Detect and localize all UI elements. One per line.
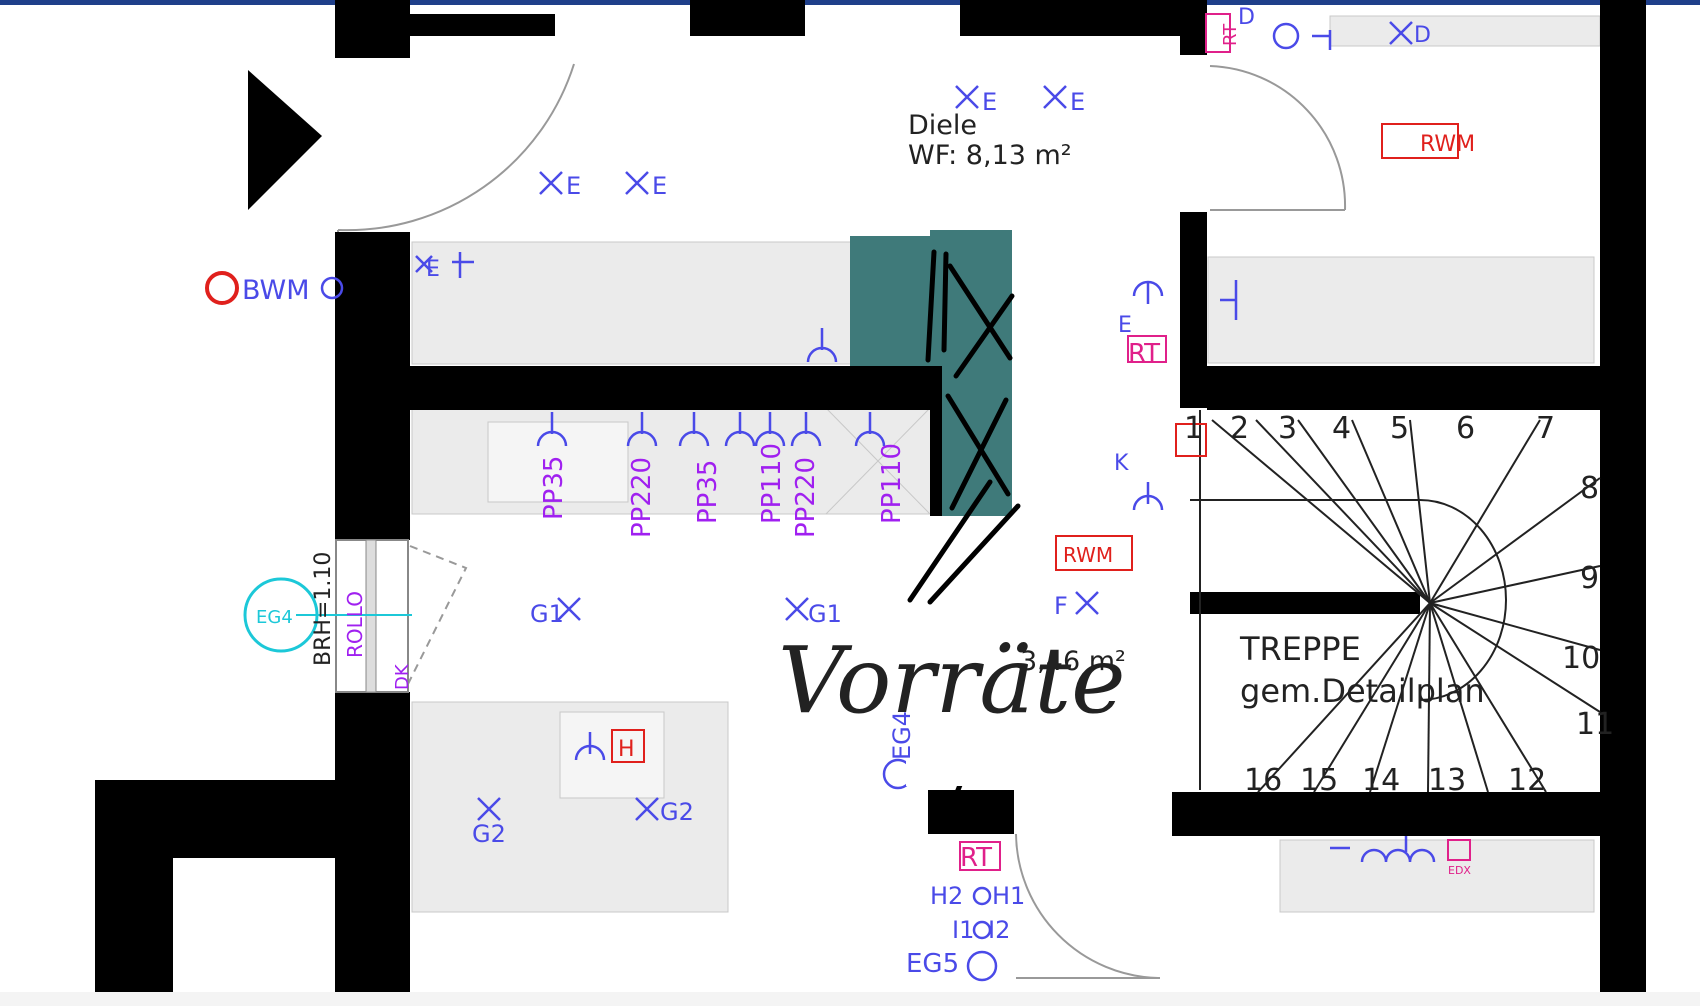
sink <box>487 421 629 503</box>
window <box>243 539 412 693</box>
counter-top-right <box>1207 256 1595 364</box>
step-number: 7 <box>1536 411 1555 446</box>
rwm-top: RWM <box>1420 132 1475 157</box>
handwritten-marks <box>907 249 1021 813</box>
entry-arrow <box>248 70 322 210</box>
stair-subtitle: gem.Detailplan <box>1240 672 1485 710</box>
step-number: 14 <box>1362 763 1400 798</box>
bottom-strip <box>0 992 1700 1006</box>
light-e3: E <box>566 172 581 200</box>
light-e2: E <box>1070 88 1085 116</box>
light-g1b: G1 <box>808 600 842 628</box>
light-e5: E <box>426 257 440 282</box>
walls <box>95 0 1646 992</box>
light-e1: E <box>982 88 997 116</box>
step-number: 2 <box>1230 411 1249 446</box>
light-e4: E <box>652 172 667 200</box>
light-h1: H1 <box>992 882 1025 910</box>
step-number: 5 <box>1390 411 1409 446</box>
window-brh: BRH=1.10 <box>311 552 336 666</box>
room-area-kitchen: 3,46 m² <box>1020 646 1126 677</box>
handwritten-note: Vorräte <box>778 627 1126 734</box>
eg4-circle: EG4 <box>256 607 293 628</box>
step-number: 10 <box>1562 641 1600 676</box>
light-k: K <box>1114 451 1129 476</box>
light-i1: I1 <box>952 916 974 944</box>
rt-mid: RT <box>1128 339 1160 369</box>
eg5-label: EG5 <box>906 949 959 979</box>
whiteout <box>906 746 1010 786</box>
step-number: 4 <box>1332 411 1351 446</box>
h-box: H <box>618 737 635 762</box>
outlet-pp35-a: PP35 <box>539 456 569 520</box>
step-number: 6 <box>1456 411 1475 446</box>
outlet-pp220-a: PP220 <box>627 457 657 538</box>
outlet-pp220-b: PP220 <box>791 457 821 538</box>
step-number: 9 <box>1580 561 1599 596</box>
rt-top: RT <box>1220 23 1241 46</box>
window-rollo: ROLLO <box>343 591 367 658</box>
light-i2: I2 <box>988 916 1010 944</box>
bwm-label: BWM <box>242 275 310 306</box>
rt-boxes <box>959 13 1471 871</box>
counter-top-left <box>411 241 853 365</box>
room-name-diele: Diele <box>908 110 977 141</box>
light-g2a: G2 <box>472 820 506 848</box>
rt-bottom: RT <box>960 843 992 873</box>
light-symbols <box>415 21 1413 850</box>
staircase <box>1190 410 1601 793</box>
top-right-counter <box>1329 15 1601 47</box>
light-g2b: G2 <box>660 798 694 826</box>
step-number: 8 <box>1580 471 1599 506</box>
bathroom-counter <box>1279 839 1595 913</box>
outlet-pp110-b: PP110 <box>877 443 907 524</box>
step-number: 16 <box>1244 763 1282 798</box>
outlet-pp35-b: PP35 <box>693 460 723 524</box>
window-dk: DK <box>392 663 413 690</box>
outlet-pp110-a: PP110 <box>757 443 787 524</box>
alarm-boxes <box>205 123 1459 763</box>
stair-title: TREPPE <box>1239 630 1361 668</box>
light-e6: E <box>1118 313 1132 338</box>
room-area-diele: WF: 8,13 m² <box>908 140 1072 171</box>
step-number: 15 <box>1300 763 1338 798</box>
step-number: 13 <box>1428 763 1466 798</box>
light-h2: H2 <box>930 882 963 910</box>
eg4-vertical: EG4 <box>888 711 916 760</box>
light-g1a: G1 <box>530 600 564 628</box>
doors <box>337 63 1347 979</box>
light-d1: D <box>1238 5 1255 30</box>
step-number: 11 <box>1576 707 1614 742</box>
light-f: F <box>1054 592 1068 620</box>
rwm-mid: RWM <box>1063 543 1113 567</box>
light-d2: D <box>1414 23 1431 48</box>
step-number: 3 <box>1278 411 1297 446</box>
top-bar <box>0 0 1700 5</box>
step-number: 12 <box>1508 763 1546 798</box>
step-number: 1 <box>1184 411 1203 446</box>
edx-label: EDX <box>1448 864 1471 877</box>
